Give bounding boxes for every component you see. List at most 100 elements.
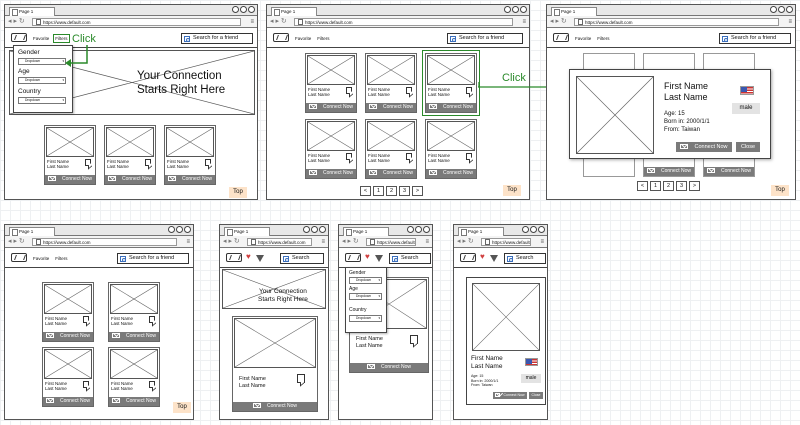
logo-icon[interactable] [11, 33, 27, 42]
country-dropdown[interactable]: Dropdown [349, 315, 382, 322]
window-controls[interactable] [168, 226, 191, 233]
connect-now-button[interactable]: Connect Now [426, 169, 476, 178]
page-next[interactable]: > [412, 186, 423, 196]
browser-menu-icon[interactable]: ≡ [788, 19, 792, 25]
window-controls[interactable] [504, 6, 527, 13]
url-field[interactable]: https://www.default.com [247, 238, 312, 246]
url-field[interactable]: https://www.default.com [366, 238, 416, 246]
top-button[interactable]: Top [229, 187, 247, 198]
browser-menu-icon[interactable]: ≡ [540, 239, 544, 245]
search-input[interactable]: Search for a friend [447, 33, 523, 44]
filter-funnel-icon[interactable] [375, 255, 383, 262]
nav-arrows-icon[interactable]: ◂ ▸ ↻ [342, 238, 359, 245]
maximize-icon[interactable] [530, 226, 537, 233]
maximize-icon[interactable] [176, 226, 183, 233]
nav-arrows-icon[interactable]: ◂ ▸ ↻ [8, 18, 25, 25]
search-input[interactable]: Search for a friend [719, 33, 791, 44]
search-input[interactable]: Search [389, 253, 431, 264]
close-icon[interactable] [319, 226, 326, 233]
maximize-icon[interactable] [415, 226, 422, 233]
minimize-icon[interactable] [232, 6, 239, 13]
age-dropdown[interactable]: Dropdown [18, 77, 66, 84]
nav-filters[interactable]: Filters [317, 36, 330, 41]
nav-filters[interactable]: Filters [55, 256, 68, 261]
search-input[interactable]: Search for a friend [117, 253, 189, 264]
window-controls[interactable] [522, 226, 545, 233]
message-icon[interactable] [149, 381, 155, 388]
close-icon[interactable] [184, 226, 191, 233]
minimize-icon[interactable] [168, 226, 175, 233]
modal-connect-button[interactable]: Connect Now [493, 392, 527, 399]
close-icon[interactable] [248, 6, 255, 13]
page-2[interactable]: 2 [663, 181, 674, 191]
favorite-heart-icon[interactable]: ♥ [480, 252, 485, 261]
nav-arrows-icon[interactable]: ◂ ▸ ↻ [223, 238, 240, 245]
top-button[interactable]: Top [771, 185, 789, 196]
message-icon[interactable] [346, 87, 352, 94]
connect-now-button[interactable]: Connect Now [43, 397, 93, 406]
minimize-icon[interactable] [522, 226, 529, 233]
modal-close-button[interactable]: Close [529, 392, 543, 399]
message-icon[interactable] [406, 153, 412, 160]
browser-menu-icon[interactable]: ≡ [186, 239, 190, 245]
page-1[interactable]: 1 [650, 181, 661, 191]
browser-tab[interactable]: Page 1 [551, 7, 597, 16]
connect-now-button[interactable]: Connect Now [43, 332, 93, 341]
browser-menu-icon[interactable]: ≡ [321, 239, 325, 245]
message-icon[interactable] [346, 153, 352, 160]
browser-tab[interactable]: Page 1 [9, 7, 55, 16]
close-icon[interactable] [538, 226, 545, 233]
url-field[interactable]: https://www.default.com [294, 18, 513, 26]
nav-filters[interactable]: Filters [53, 34, 70, 43]
message-icon[interactable] [410, 335, 418, 344]
connect-now-button[interactable]: Connect Now [109, 397, 159, 406]
browser-tab[interactable]: Page 1 [458, 227, 504, 236]
search-input[interactable]: Search [280, 253, 324, 264]
browser-tab[interactable]: Page 1 [343, 227, 389, 236]
logo-icon[interactable] [11, 253, 27, 262]
window-controls[interactable] [770, 6, 793, 13]
gender-dropdown[interactable]: Dropdown [18, 58, 66, 65]
message-icon[interactable] [83, 381, 89, 388]
window-controls[interactable] [232, 6, 255, 13]
connect-now-button[interactable]: Connect Now [306, 103, 356, 112]
logo-icon[interactable] [226, 253, 242, 262]
browser-menu-icon[interactable]: ≡ [250, 19, 254, 25]
minimize-icon[interactable] [770, 6, 777, 13]
message-icon[interactable] [466, 87, 472, 94]
close-icon[interactable] [423, 226, 430, 233]
message-icon[interactable] [205, 159, 211, 166]
browser-tab[interactable]: Page 1 [9, 227, 55, 236]
connect-now-button[interactable]: Connect Now [366, 169, 416, 178]
connect-now-button[interactable]: Connect Now [366, 103, 416, 112]
message-icon[interactable] [85, 159, 91, 166]
age-dropdown[interactable]: Dropdown [349, 293, 382, 300]
connect-now-button[interactable]: Connect Now [109, 332, 159, 341]
connect-now-button[interactable]: Connect Now [306, 169, 356, 178]
connect-now-button[interactable]: Connect Now [426, 103, 476, 112]
nav-arrows-icon[interactable]: ◂ ▸ ↻ [457, 238, 474, 245]
connect-now-button[interactable]: Connect Now [350, 363, 428, 372]
maximize-icon[interactable] [240, 6, 247, 13]
minimize-icon[interactable] [303, 226, 310, 233]
modal-connect-button[interactable]: Connect Now [676, 142, 732, 152]
message-icon[interactable] [145, 159, 151, 166]
window-controls[interactable] [303, 226, 326, 233]
connect-now-button[interactable]: Connect Now [233, 402, 317, 411]
logo-icon[interactable] [273, 33, 289, 42]
url-field[interactable]: https://www.default.com [32, 18, 241, 26]
page-1[interactable]: 1 [373, 186, 384, 196]
maximize-icon[interactable] [512, 6, 519, 13]
message-icon[interactable] [83, 316, 89, 323]
nav-favorite[interactable]: Favorite [575, 36, 592, 41]
nav-filters[interactable]: Filters [597, 36, 610, 41]
search-input[interactable]: Search for a friend [181, 33, 253, 44]
